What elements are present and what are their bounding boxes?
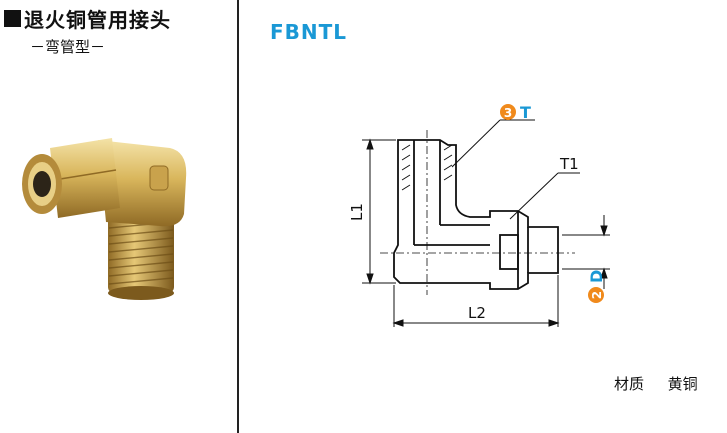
callout-t-letter: T (520, 103, 531, 122)
callout-t-circle (500, 104, 516, 120)
page-subtitle: －弯管型－ (30, 38, 106, 56)
callout-d-circle (588, 287, 604, 303)
vertical-divider (237, 0, 239, 433)
leader-t1 (509, 172, 580, 220)
material-label: 材质 (614, 375, 645, 393)
page-title: 退火铜管用接头 (24, 8, 171, 32)
dimension-l1 (362, 138, 396, 285)
title-bullet-square (4, 10, 21, 27)
photo-elbow-body (98, 140, 187, 227)
label-l1: L1 (348, 203, 366, 221)
model-code: FBNTL (270, 20, 348, 44)
callout-d-number: 2 (590, 291, 604, 299)
title-row: 退火铜管用接头 (4, 4, 171, 33)
dimension-d (562, 215, 610, 289)
material-value: 黄铜 (667, 375, 698, 393)
material-info: 材质 黄铜 (614, 373, 698, 394)
leader-t (451, 119, 535, 168)
callout-d: 2 D (587, 270, 606, 303)
label-l2: L2 (468, 304, 486, 322)
technical-drawing: L1 L2 3 T T1 2 D (348, 103, 610, 327)
callout-t: 3 T (500, 103, 531, 122)
center-lines (380, 130, 575, 295)
fitting-outline (393, 139, 559, 290)
dimension-l2 (392, 275, 560, 327)
photo-hex-nut (50, 138, 120, 218)
callout-t-number: 3 (504, 106, 512, 120)
thread-hatch (401, 144, 453, 191)
product-photo (22, 138, 187, 300)
photo-male-thread (108, 213, 174, 300)
callout-d-letter: D (587, 270, 606, 283)
left-panel: 退火铜管用接头 －弯管型－ (0, 0, 237, 433)
label-t1: T1 (559, 155, 579, 173)
photo-tube-end (22, 154, 62, 214)
